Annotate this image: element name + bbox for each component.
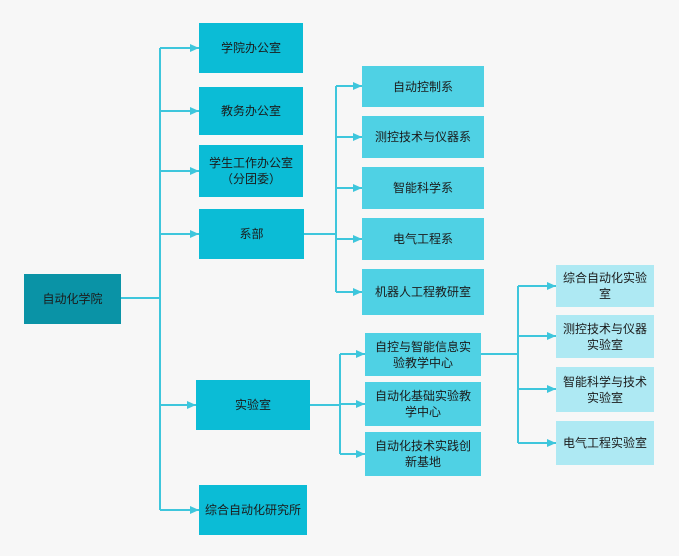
lab-node: 测控技术与仪器实验室 <box>556 315 654 358</box>
faculties-node: 系部 <box>199 209 304 259</box>
lab-node: 电气工程实验室 <box>556 421 654 465</box>
laboratory-node: 实验室 <box>196 380 310 430</box>
lab-node: 智能科学与技术实验室 <box>556 367 654 412</box>
academic-office-node: 教务办公室 <box>199 87 303 135</box>
lab-center-node: 自动化基础实验教学中心 <box>365 382 481 426</box>
research-institute-node: 综合自动化研究所 <box>199 485 307 535</box>
faculty-node: 测控技术与仪器系 <box>362 116 484 158</box>
root-node: 自动化学院 <box>24 274 121 324</box>
faculty-node: 电气工程系 <box>362 218 484 260</box>
lab-node: 综合自动化实验室 <box>556 265 654 307</box>
lab-center-node: 自动化技术实践创新基地 <box>365 432 481 476</box>
faculty-node: 机器人工程教研室 <box>362 269 484 315</box>
student-affairs-node: 学生工作办公室（分团委） <box>199 145 303 197</box>
faculty-node: 自动控制系 <box>362 66 484 107</box>
lab-center-node: 自控与智能信息实验教学中心 <box>365 333 481 376</box>
dept-office-node: 学院办公室 <box>199 23 303 73</box>
faculty-node: 智能科学系 <box>362 167 484 209</box>
